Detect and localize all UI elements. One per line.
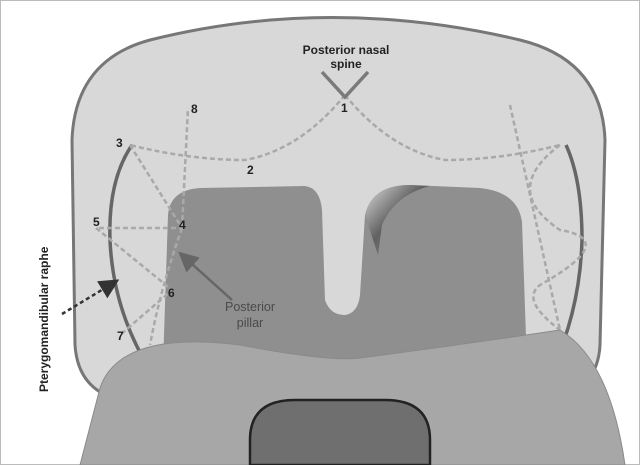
point-5-label: 5 <box>93 215 100 229</box>
posterior-nasal-spine-label-1: Posterior nasal <box>303 43 390 57</box>
point-8-label: 8 <box>191 102 198 116</box>
pterygomandibular-raphe-label: Pterygomandibular raphe <box>37 246 51 392</box>
posterior-pillar-label-1: Posterior <box>225 300 275 314</box>
point-6-label: 6 <box>168 286 175 300</box>
posterior-nasal-spine-label-2: spine <box>330 57 362 71</box>
airway-opening <box>250 400 430 465</box>
point-2-label: 2 <box>247 163 254 177</box>
point-4-label: 4 <box>179 218 186 232</box>
point-7-label: 7 <box>117 329 124 343</box>
point-1-label: 1 <box>341 101 348 115</box>
point-3-label: 3 <box>116 136 123 150</box>
posterior-pillar-label-2: pillar <box>237 316 263 330</box>
